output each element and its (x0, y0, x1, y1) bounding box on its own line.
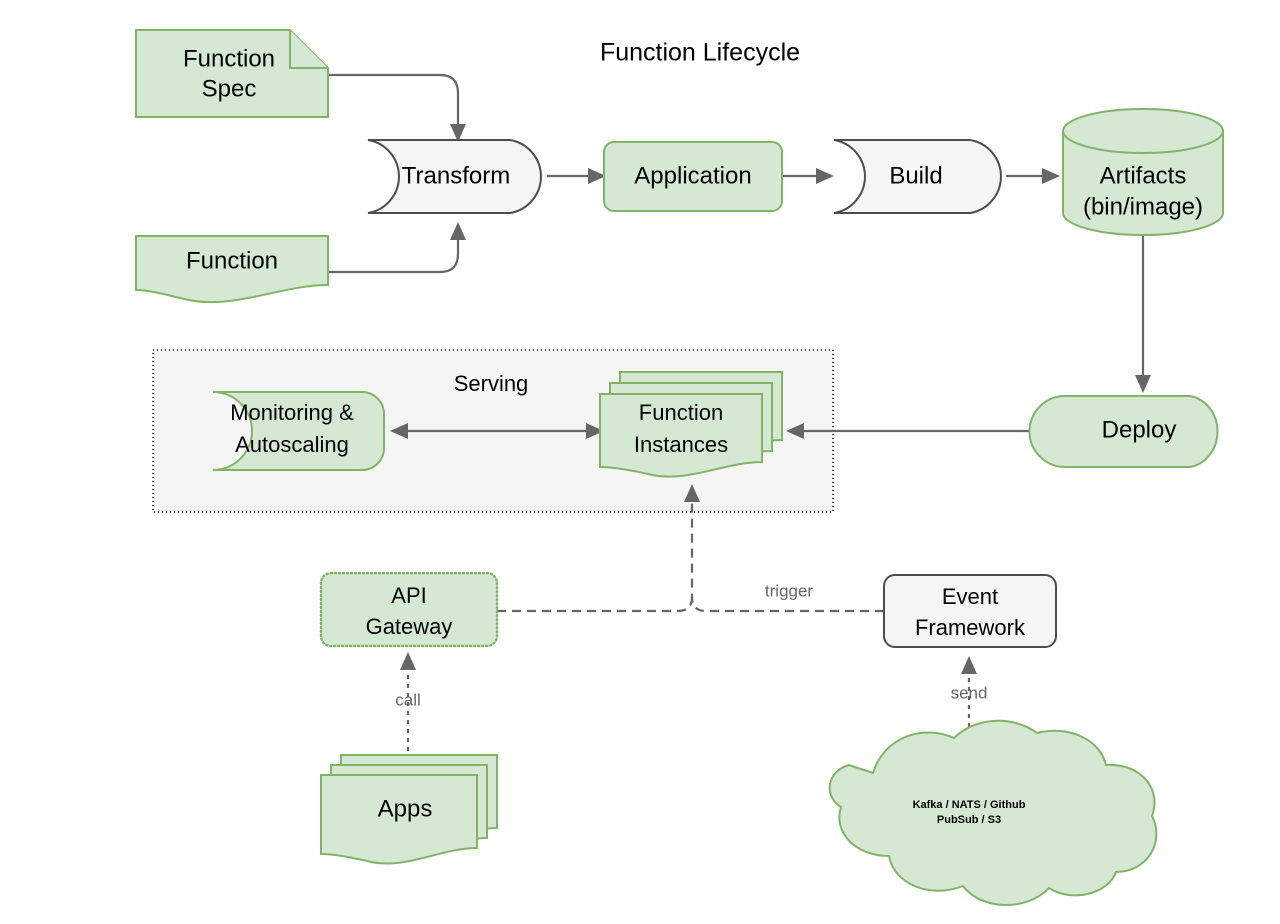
edge-line (328, 73, 460, 128)
application-shape (603, 141, 783, 212)
arrowhead (400, 652, 416, 670)
event-framework-label-line2: Framework (915, 615, 1026, 640)
deploy-label: Deploy (1102, 416, 1177, 443)
apps-layer-1 (320, 774, 478, 865)
edge-build-to-artifacts (1006, 168, 1060, 184)
build-shape (833, 139, 1002, 214)
edge-api-gateway-to-function-instances (497, 596, 694, 613)
transform-shape (367, 139, 542, 214)
function-label: Function (186, 247, 278, 274)
node-api-gateway[interactable]: API Gateway (319, 571, 499, 648)
edge-label-send: send (951, 683, 988, 702)
edge-line (497, 596, 694, 613)
monitoring-shape (212, 391, 385, 471)
arrowhead (961, 656, 977, 674)
api-gateway-label-line1: API (391, 583, 426, 608)
arrowhead (450, 222, 466, 240)
apps-label: Apps (378, 795, 433, 822)
function-spec-label-line1: Function (183, 45, 275, 72)
edge-line (328, 238, 460, 274)
edge-call: call (395, 652, 421, 760)
edge-application-to-build (782, 168, 834, 184)
edge-label-trigger: trigger (765, 581, 814, 600)
function-spec-label-line2: Spec (202, 75, 257, 102)
page-title: Function Lifecycle (600, 39, 800, 67)
edge-function-to-transform (328, 222, 466, 274)
function-instances-label-line1: Function (639, 400, 723, 425)
node-monitoring-autoscaling[interactable]: Monitoring & Autoscaling (212, 391, 385, 471)
event-framework-shape (883, 574, 1057, 648)
node-function-instances[interactable]: Function Instances (599, 371, 783, 478)
arrowhead (1042, 168, 1060, 184)
arrowhead (786, 423, 804, 439)
edge-function-spec-to-transform (328, 73, 466, 142)
function-instances-label-line2: Instances (634, 432, 728, 457)
arrowhead (684, 484, 700, 502)
node-apps[interactable]: Apps (320, 754, 498, 865)
event-cloud-label-line1: Kafka / NATS / Github (913, 799, 1026, 811)
arrowhead (588, 168, 606, 184)
node-transform[interactable]: Transform (367, 139, 542, 214)
artifacts-top (1062, 108, 1224, 154)
api-gateway-label-line2: Gateway (366, 614, 453, 639)
deploy-shape (1028, 395, 1219, 468)
event-cloud-label-line2: PubSub / S3 (937, 814, 1001, 826)
edge-deploy-to-function-instances (786, 423, 1052, 439)
arrowhead (450, 124, 466, 142)
build-label: Build (889, 162, 942, 189)
arrowhead (1135, 375, 1151, 393)
edge-transform-to-application (547, 168, 606, 184)
event-cloud-shape (828, 719, 1158, 906)
node-application[interactable]: Application (603, 141, 783, 212)
edge-artifacts-to-deploy (1135, 235, 1151, 393)
monitoring-label-line1: Monitoring & (230, 400, 354, 425)
node-artifacts[interactable]: Artifacts (bin/image) (1062, 108, 1224, 236)
artifacts-label-line1: Artifacts (1100, 162, 1187, 189)
arrowhead (816, 168, 834, 184)
function-instances-layer-1 (599, 393, 763, 478)
node-event-cloud[interactable]: Kafka / NATS / Github PubSub / S3 (828, 719, 1158, 906)
artifacts-body (1062, 130, 1224, 236)
edge-function-instances-to-monitoring (390, 423, 604, 439)
monitoring-label-line2: Autoscaling (235, 432, 349, 457)
artifacts-label-line2: (bin/image) (1083, 193, 1203, 220)
arrowhead-right (586, 423, 604, 439)
edge-label-call: call (395, 690, 421, 709)
application-label: Application (634, 162, 751, 189)
serving-group-label: Serving (454, 371, 529, 396)
event-framework-label-line1: Event (942, 584, 998, 609)
node-event-framework[interactable]: Event Framework (883, 574, 1057, 648)
node-function-spec[interactable]: Function Spec (135, 29, 329, 118)
transform-label: Transform (402, 162, 510, 189)
node-function[interactable]: Function (135, 235, 329, 304)
function-spec-shape (135, 29, 329, 118)
node-build[interactable]: Build (833, 139, 1002, 214)
function-shape (135, 235, 329, 304)
function-spec-fold (289, 30, 328, 69)
api-gateway-shape (319, 571, 499, 648)
node-deploy[interactable]: Deploy (1028, 395, 1219, 468)
arrowhead-left (390, 423, 408, 439)
